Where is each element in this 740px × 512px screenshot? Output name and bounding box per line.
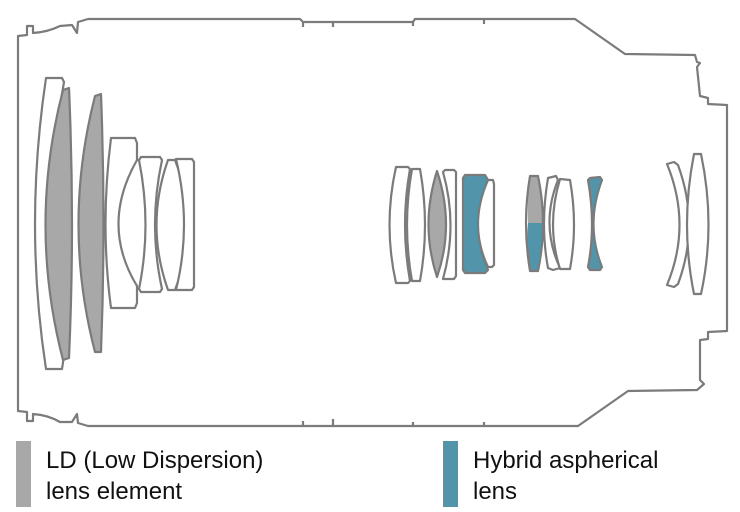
lens-element-hybrid-part [527,223,543,271]
lens-diagram [16,17,729,428]
lens-element-ld [44,86,74,362]
lens-element-ld-hybrid [524,174,545,273]
lens-element-ld-part [527,176,543,223]
legend-swatch-ld [16,441,31,507]
lens-element-ld [427,169,448,279]
legend-label-line1: LD (Low Dispersion) [46,447,264,474]
lens-element-hybrid [586,175,604,272]
legend-label-line2: lens [473,478,518,505]
lens-barrel-outline [16,17,729,428]
lens-group-rear [665,152,710,296]
lens-element-plain [685,152,710,296]
lens-group-front [33,76,196,371]
lens-element-plain [137,155,164,294]
legend-label-ld: LD (Low Dispersion) lens element [46,445,263,507]
lens-element-plain [665,160,691,289]
lens-element-plain [104,136,139,310]
lens-group-middle-a [388,165,496,285]
lens-element-plain [476,178,496,269]
legend-label-hybrid: Hybrid aspherical lens [473,445,658,507]
lens-element-plain [388,165,412,285]
lens-element-plain [174,157,196,292]
legend-swatch-hybrid [443,441,458,507]
lens-element-ld [77,92,105,354]
lens-element-plain [405,167,427,283]
legend-label-line2: lens element [46,478,183,505]
lens-element-plain [551,177,576,271]
lens-element-plain [441,168,458,281]
barrel-ticks-bottom [301,419,486,426]
legend-label-line1: Hybrid aspherical [473,447,659,474]
barrel-ticks-top [301,19,486,27]
lens-group-middle-b [524,174,604,273]
